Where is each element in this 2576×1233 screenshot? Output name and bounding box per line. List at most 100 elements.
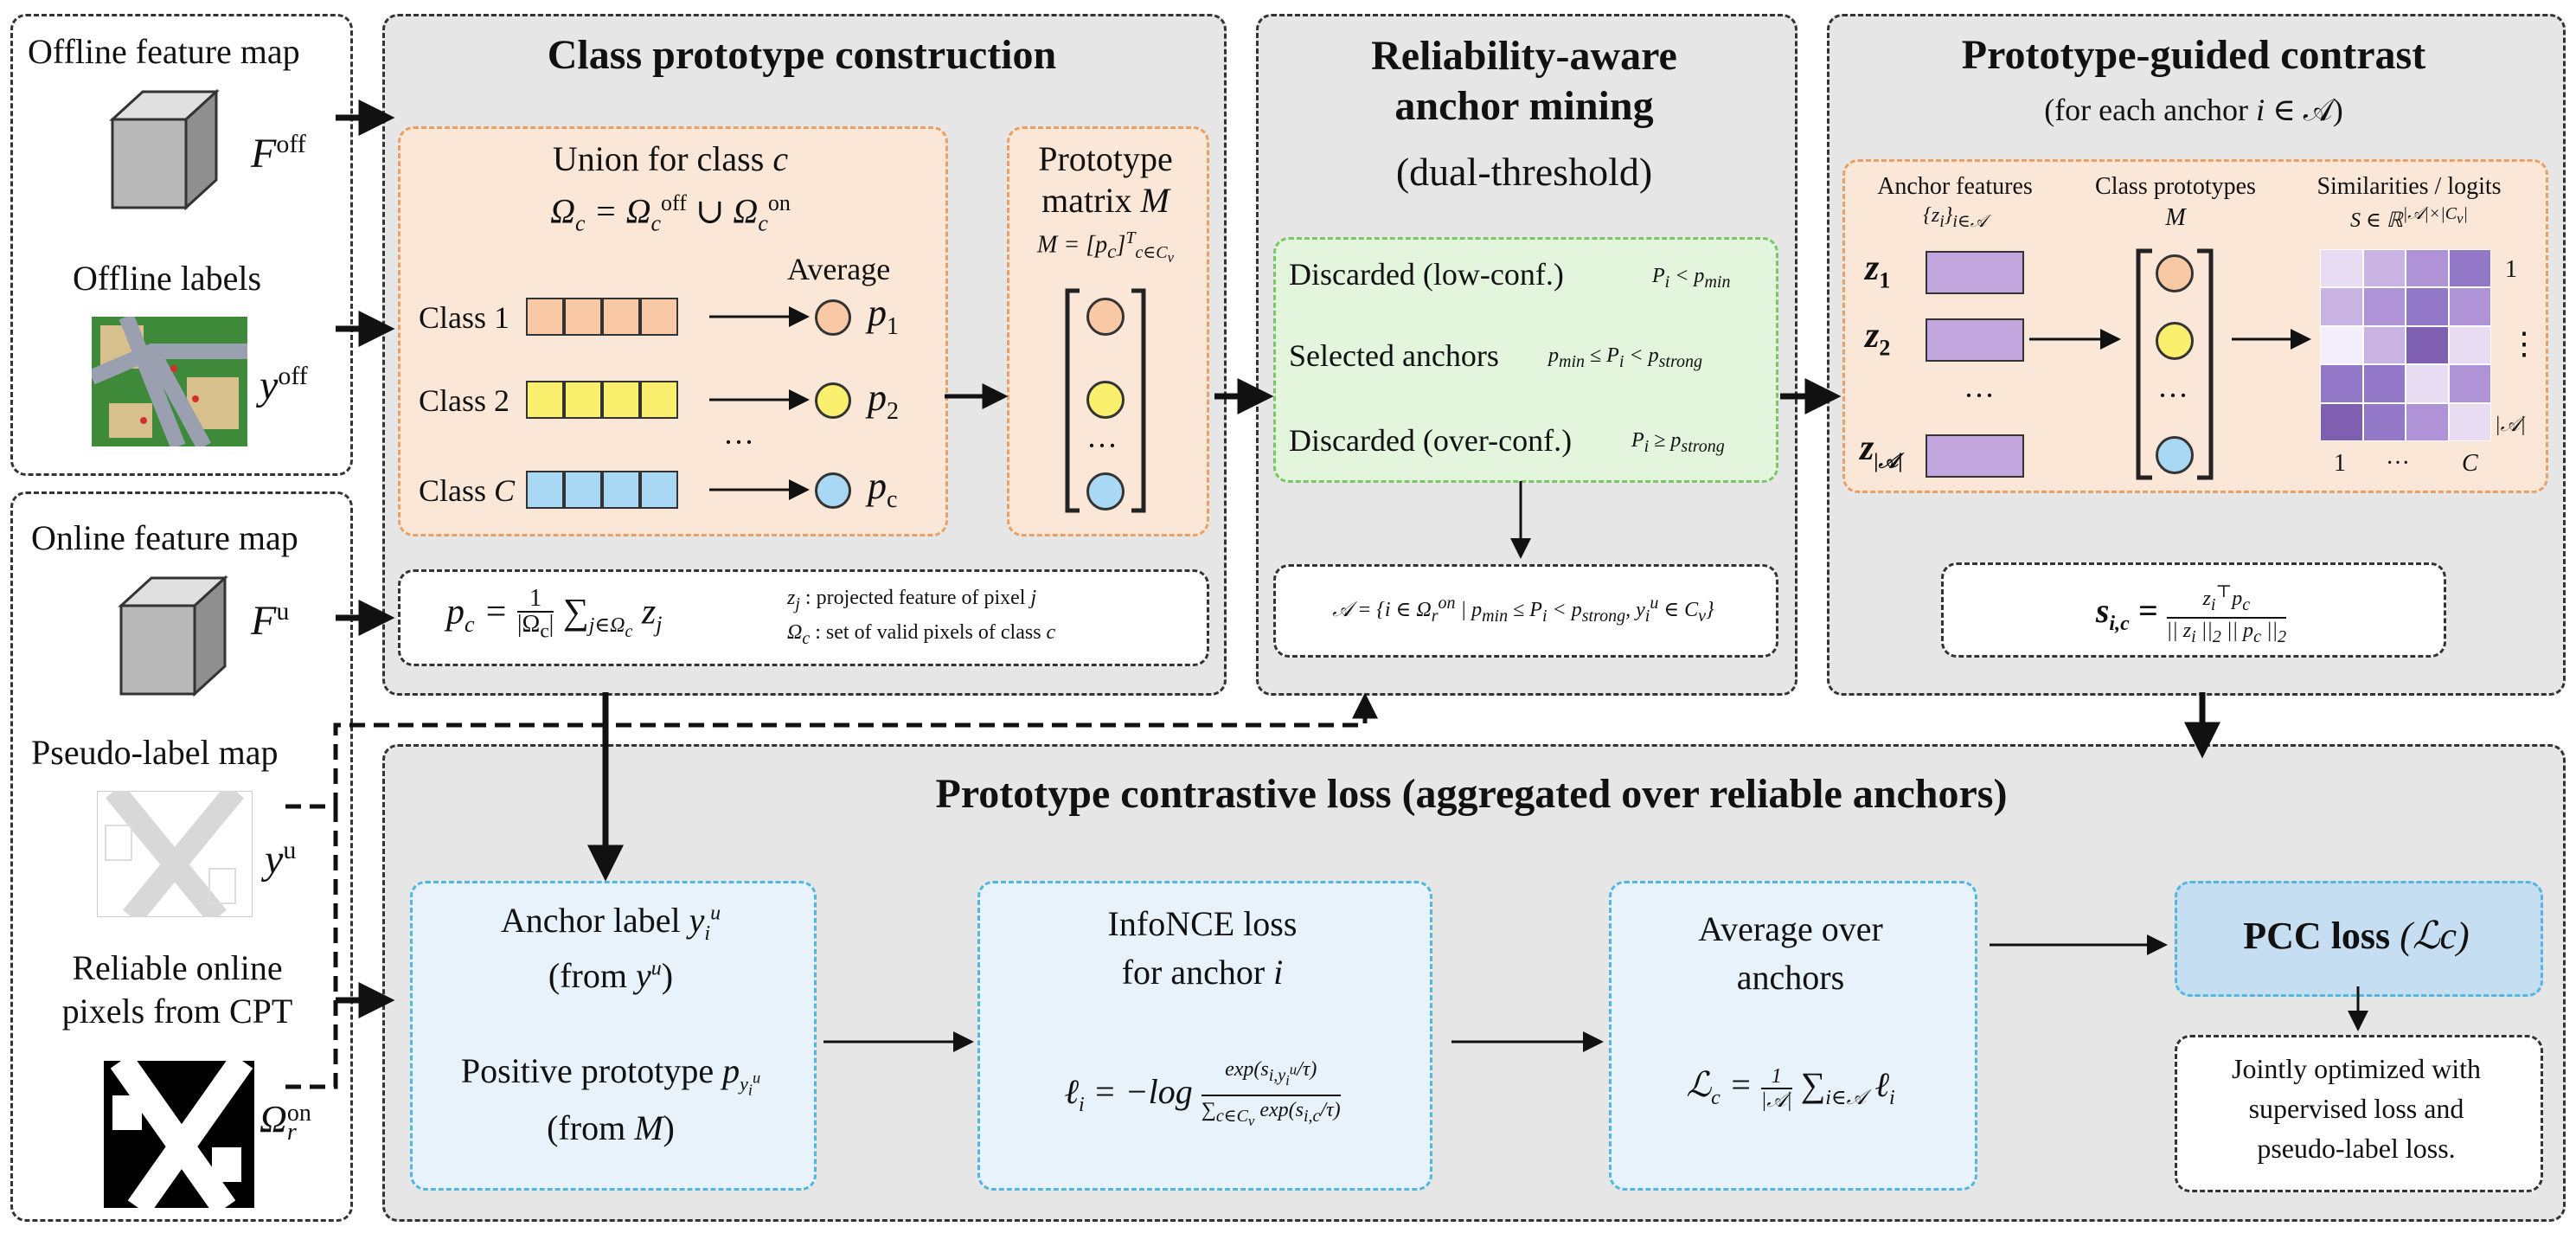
pgc-subtitle: (for each anchor i ∈ 𝒜) [2044,93,2343,127]
class-prototype-circle [815,382,851,419]
similarity-formula-box [1941,562,2446,658]
y-u-symbol: yu [265,836,297,883]
row-label-1: 1 [2505,256,2517,283]
pgc-proto-2 [2156,322,2194,360]
average-title: Average over anchors [1698,909,1883,997]
class-prototypes-label: Class prototypes [2095,173,2256,200]
ram-subtitle: (dual-threshold) [1395,150,1653,194]
similarity-cell [2406,364,2449,403]
infonce-title: InfoNCE loss for anchor i [1107,904,1298,992]
class-2-label: Class 2 [419,383,510,418]
F-off-symbol: Foff [251,130,306,177]
discarded-over-label: Discarded (over-conf.) [1289,423,1573,458]
pgc-proto-c [2156,436,2194,474]
similarity-formula: si,c = zi⊤pc|| zi ||2 || pc ||2 [1941,580,2441,649]
similarity-cell [2320,325,2363,365]
zA-label: z|𝒜| [1860,428,1903,473]
positive-prototype-text: Positive prototype pyiu [460,1051,761,1099]
p2-label: p2 [868,376,899,425]
similarity-cell [2406,287,2449,326]
pc-note-1: zj : projected feature of pixel j [787,587,1037,613]
similarity-cell [2362,402,2406,441]
class-feature-cell [602,298,640,336]
threshold-box [1273,237,1778,483]
col-label-C: C [2462,450,2478,477]
class-feature-cell [564,298,602,336]
anchor-label-text: Anchor label yiu [500,901,721,945]
offline-feature-cube [109,88,220,211]
class-1-label: Class 1 [419,300,510,335]
similarity-cell [2448,287,2491,326]
joint-optimization-box [2175,1035,2543,1192]
selected-anchors-label: Selected anchors [1289,338,1499,373]
F-u-symbol: Fu [251,597,290,644]
from-yu: (from yu) [548,956,674,995]
anchor-label-box [410,881,817,1191]
anchor-features-label: Anchor features [1877,173,2033,200]
union-title: Union for class c [552,139,789,178]
pc-formula: pc = 1|Ωc| ∑j∈Ωc zj [446,585,663,643]
online-feature-map-label: Online feature map [31,518,298,557]
pc-label: pc [868,465,898,513]
pseudo-label-map-image [97,791,253,917]
row-label-A: |𝒜| [2495,414,2526,436]
class-c-label: Class C [419,473,516,508]
pgc-proto-1 [2156,254,2194,292]
class-prototype-circle [815,299,851,336]
union-formula: Ωc = Ωcoff ∪ Ωcon [550,190,791,236]
similarity-space: S ∈ ℝ|𝒜|×|Cv| [2350,204,2468,232]
ram-title: Reliability-aware anchor mining [1371,33,1677,129]
class-feature-cell [526,298,564,336]
similarity-cell [2362,364,2406,403]
prototype-matrix-box [1007,126,1209,536]
class-feature-cell [640,381,678,419]
z1-bar [1926,251,2024,294]
class-feature-cell [640,471,678,509]
classes-ellipsis: ··· [723,425,754,459]
class-prototypes-M: M [2165,204,2186,231]
matrix-proto-c [1086,472,1125,511]
class-prototype-circle [815,472,851,509]
pgc-matrix-brackets [2136,248,2214,480]
pc-formula-box [398,569,1209,666]
col-label-dots: ··· [2386,450,2410,477]
class-feature-cell [564,471,602,509]
z2-label: z2 [1865,316,1891,361]
matrix-proto-1 [1086,298,1125,336]
similarity-cell [2362,249,2406,288]
discarded-low-label: Discarded (low-conf.) [1289,257,1564,292]
similarity-cell [2362,325,2406,365]
similarity-cell [2448,402,2491,441]
class-feature-cell [602,471,640,509]
offline-labels-label: Offline labels [73,259,262,298]
col-label-1: 1 [2334,450,2346,477]
discarded-low-cond: Pi < pmin [1652,265,1731,292]
similarity-matrix [2320,249,2491,441]
similarity-cell [2320,364,2363,403]
from-M: (from M) [547,1108,675,1147]
average-formula: ℒc = 1|𝒜| ∑i∈𝒜 ℓi [1686,1064,1895,1112]
z1-label: z1 [1865,248,1891,293]
class-feature-cell [602,381,640,419]
similarity-cell [2406,402,2449,441]
matrix-ellipsis: ··· [1086,428,1118,463]
row-label-dots: ⋮ [2509,326,2540,361]
reliable-pixels-label: Reliable online pixels from CPT [61,948,293,1031]
discarded-over-cond: Pi ≥ pstrong [1631,429,1725,456]
offline-label-map [92,317,247,446]
anchor-set-label: {zi}i∈𝒜 [1923,204,1987,231]
similarity-cell [2448,249,2491,288]
reliable-pixels-mask [104,1061,254,1208]
anchor-set-box [1273,564,1778,658]
pc-note-2: Ωc : set of valid pixels of class c [787,621,1056,648]
class-feature-cell [564,381,602,419]
similarity-cell [2320,249,2363,288]
pcc-loss-label: PCC loss (ℒc) [2243,915,2470,957]
similarity-cell [2406,325,2449,365]
similarities-label: Similarities / logits [2316,173,2502,200]
similarity-cell [2320,402,2363,441]
z2-bar [1926,318,2024,362]
infonce-box [977,881,1432,1191]
matrix-proto-2 [1086,381,1125,419]
